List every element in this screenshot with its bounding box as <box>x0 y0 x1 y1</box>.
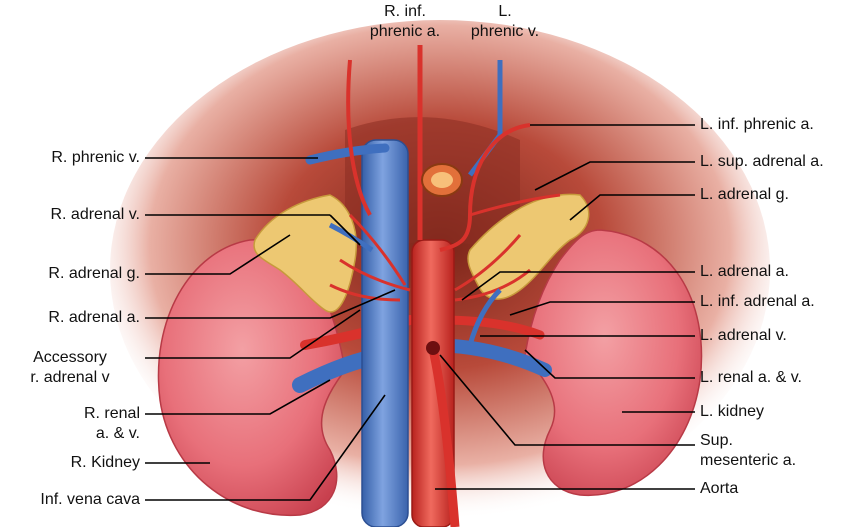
label-accessory-r-adrenal-v: Accessory r. adrenal v <box>0 348 140 388</box>
label-line: Sup. <box>700 431 796 451</box>
label-l-sup-adrenal-a: L. sup. adrenal a. <box>700 152 824 172</box>
label-l-adrenal-g: L. adrenal g. <box>700 185 789 205</box>
label-line: phrenic a. <box>350 22 460 42</box>
label-r-phrenic-v: R. phrenic v. <box>0 148 140 168</box>
label-line: r. adrenal v <box>0 368 140 388</box>
label-line: Accessory <box>0 348 140 368</box>
label-line: L. <box>455 2 555 22</box>
label-line: R. renal <box>0 404 140 424</box>
label-sup-mesenteric-a: Sup. mesenteric a. <box>700 431 796 471</box>
label-l-phrenic-v: L. phrenic v. <box>455 2 555 42</box>
esophagus-lumen <box>431 172 453 188</box>
label-aorta: Aorta <box>700 479 738 499</box>
label-l-kidney: L. kidney <box>700 402 764 422</box>
label-r-adrenal-g: R. adrenal g. <box>0 264 140 284</box>
label-r-kidney: R. Kidney <box>0 453 140 473</box>
label-r-adrenal-v: R. adrenal v. <box>0 205 140 225</box>
label-r-inf-phrenic-a: R. inf. phrenic a. <box>350 2 460 42</box>
label-l-inf-phrenic-a: L. inf. phrenic a. <box>700 115 814 135</box>
label-l-renal-av: L. renal a. & v. <box>700 368 802 388</box>
sup-mesenteric-origin <box>426 341 440 355</box>
label-l-inf-adrenal-a: L. inf. adrenal a. <box>700 292 815 312</box>
label-line: phrenic v. <box>455 22 555 42</box>
inferior-vena-cava <box>362 140 408 527</box>
label-line: R. inf. <box>350 2 460 22</box>
label-l-adrenal-v: L. adrenal v. <box>700 326 787 346</box>
label-l-adrenal-a: L. adrenal a. <box>700 262 789 282</box>
label-r-adrenal-a: R. adrenal a. <box>0 308 140 328</box>
label-r-renal-av: R. renal a. & v. <box>0 404 140 444</box>
label-line: a. & v. <box>0 424 140 444</box>
label-line: mesenteric a. <box>700 451 796 471</box>
label-inf-vena-cava: Inf. vena cava <box>0 490 140 510</box>
